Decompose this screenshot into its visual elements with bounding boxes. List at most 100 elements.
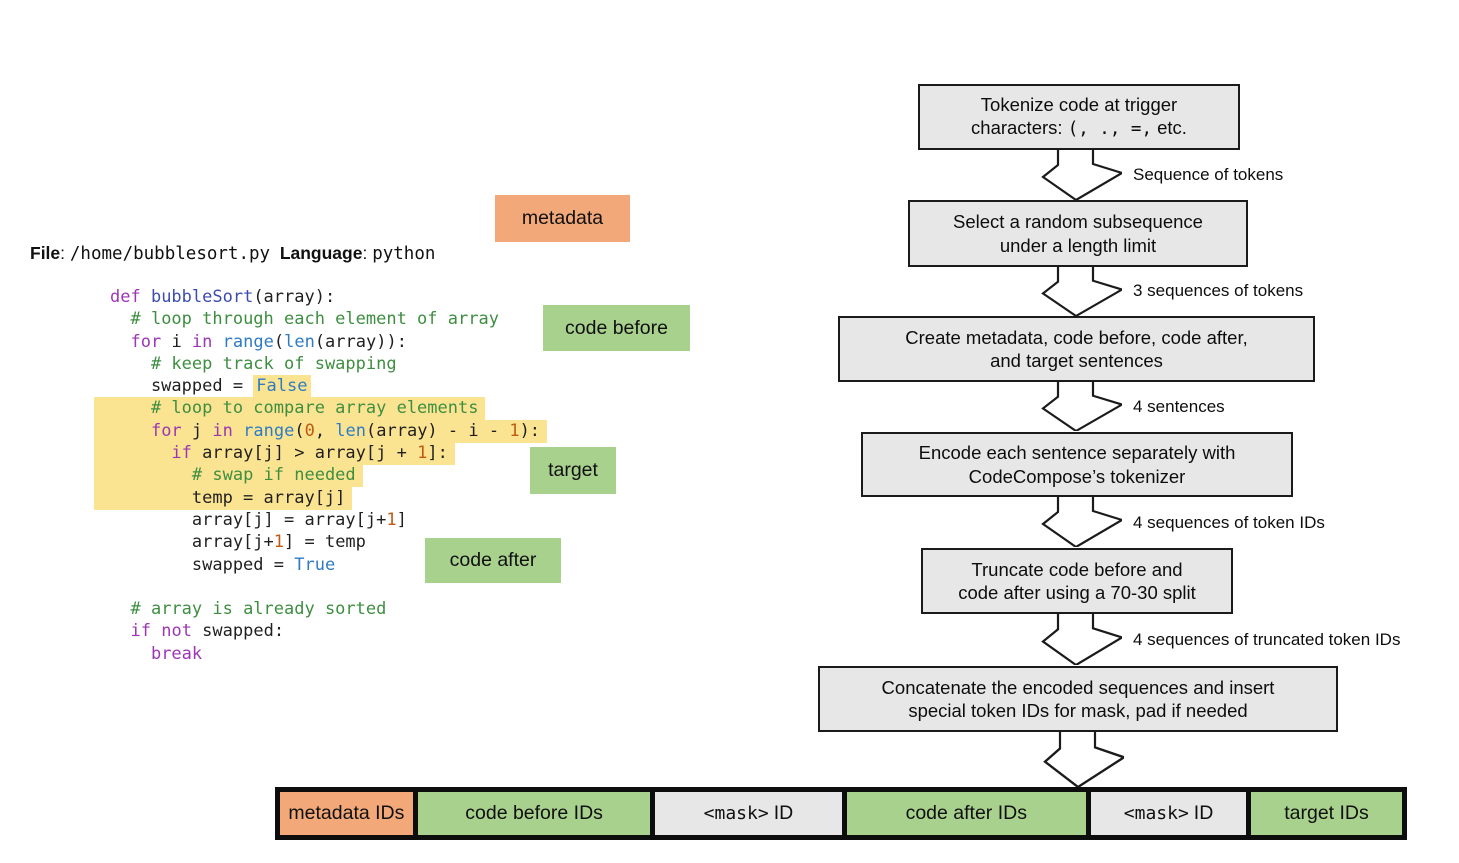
syntax-token: # loop through each element of array [130, 309, 499, 330]
code-before-tag-label: code before [565, 316, 668, 339]
code-after-tag-label: code after [449, 549, 537, 571]
arrow-label: 4 sequences of truncated token IDs [1133, 630, 1401, 649]
bar-segment-label: ID [773, 802, 794, 824]
language-value: python [372, 244, 436, 264]
code-line: # loop to compare array elements [94, 397, 547, 421]
syntax-token: swapped = [110, 554, 295, 575]
down-arrow-icon [1030, 267, 1125, 318]
code-after-tag: code after [425, 538, 561, 583]
flow-step-text: Select a random subsequence [953, 211, 1203, 232]
code-line: # loop through each element of array [110, 308, 547, 330]
target-tag-label: target [548, 459, 598, 481]
syntax-token: # swap if needed [191, 465, 356, 486]
syntax-token: swapped = [110, 376, 254, 397]
file-path: /home/bubblesort.py [69, 244, 271, 264]
arrow-label: 3 sequences of tokens [1133, 281, 1304, 300]
target-tag: target [530, 447, 616, 494]
flow-step-box: Concatenate the encoded sequences and in… [818, 666, 1338, 732]
syntax-token [233, 421, 243, 441]
syntax-token [110, 354, 151, 374]
code-line: for i in range(len(array)): [110, 331, 547, 353]
syntax-token: ): [519, 420, 541, 441]
syntax-token: in [191, 331, 213, 352]
bar-segment: <mask>ID [1091, 792, 1247, 835]
syntax-token: not [161, 621, 192, 642]
flow-step-text: CodeCompose’s tokenizer [968, 465, 1186, 487]
gap [270, 243, 280, 263]
syntax-token: len [335, 420, 367, 441]
bar-segment: code after IDs [846, 792, 1087, 835]
syntax-token: range [222, 331, 274, 352]
down-arrow-icon [1030, 497, 1125, 549]
syntax-token: temp = array[j] [110, 487, 346, 508]
syntax-token: for [130, 331, 162, 352]
language-key: Language [279, 243, 363, 263]
syntax-token: range [243, 420, 295, 441]
bar-segment-label: code before IDs [465, 802, 603, 824]
mask-token-text: <mask> [1123, 803, 1189, 824]
flow-step-text: Truncate code before and [971, 558, 1183, 580]
code-line: swapped = False [110, 375, 547, 399]
code-line: # array is already sorted [110, 598, 547, 620]
syntax-token: def [110, 287, 151, 307]
bar-segment: metadata IDs [280, 792, 413, 835]
syntax-token: # array is already sorted [130, 599, 387, 620]
syntax-token: ] [396, 509, 407, 530]
code-line: break [110, 643, 547, 665]
flow-step-text: under a length limit [999, 234, 1157, 256]
syntax-token [110, 398, 151, 418]
bar-segment-label: metadata IDs [288, 802, 405, 824]
code-line: for j in range(0, len(array) - i - 1): [94, 419, 548, 443]
syntax-token: # loop to compare array elements [150, 398, 479, 419]
syntax-token: 1 [417, 443, 428, 464]
bar-segment-label: code after IDs [905, 802, 1027, 824]
syntax-token: swapped: [191, 621, 285, 642]
flow-step-text: special token IDs for mask, pad if neede… [908, 700, 1248, 721]
syntax-token: in [212, 420, 233, 441]
syntax-token: 0 [304, 420, 315, 441]
syntax-token [110, 599, 130, 619]
syntax-token: if [130, 621, 151, 642]
syntax-token: for [150, 420, 182, 441]
flow-step-text: and target sentences [990, 350, 1163, 371]
syntax-token: , [314, 420, 336, 441]
arrow-label: 4 sequences of token IDs [1133, 513, 1325, 532]
flow-step-text: Create metadata, code before, code after… [905, 326, 1248, 348]
syntax-token: bubbleSort [150, 287, 254, 307]
code-line: # swap if needed [94, 464, 547, 488]
code-line: if array[j] > array[j + 1]: [94, 442, 547, 466]
syntax-token: array[j+ [110, 532, 274, 553]
syntax-token [110, 621, 130, 641]
code-line: array[j+1] = temp [110, 531, 547, 553]
flow-step-text: Encode each sentence separately with [918, 442, 1236, 463]
syntax-token: # keep track of swapping [150, 353, 397, 374]
code-line: array[j] = array[j+1] [110, 509, 547, 531]
syntax-token: (array): [253, 287, 336, 307]
code-before-tag: code before [543, 305, 690, 351]
syntax-token: True [294, 554, 336, 575]
syntax-token: array[j] > array[j + [191, 443, 418, 464]
syntax-token [110, 465, 192, 485]
file-metadata-line: File: /home/bubblesort.py Language: pyth… [30, 243, 435, 264]
flow-step-text: Concatenate the encoded sequences and in… [881, 676, 1275, 698]
language-sep: : [362, 243, 373, 263]
arrow-label: Sequence of tokens [1133, 165, 1284, 184]
syntax-token [151, 621, 161, 641]
flow-step-box: Create metadata, code before, code after… [838, 316, 1315, 382]
syntax-token: ] = temp [284, 532, 366, 553]
syntax-token: if [171, 443, 192, 464]
down-arrow-icon [1032, 732, 1127, 789]
python-code-block: def bubbleSort(array): # loop through ea… [94, 286, 548, 665]
down-arrow-icon [1030, 382, 1125, 433]
syntax-token: ( [273, 331, 285, 352]
bar-segment: code before IDs [417, 792, 651, 835]
syntax-token: 1 [386, 509, 397, 530]
flow-step-text: characters: (, ., =, etc. [971, 117, 1187, 139]
syntax-token: ]: [427, 443, 448, 464]
file-key: File [30, 243, 61, 263]
